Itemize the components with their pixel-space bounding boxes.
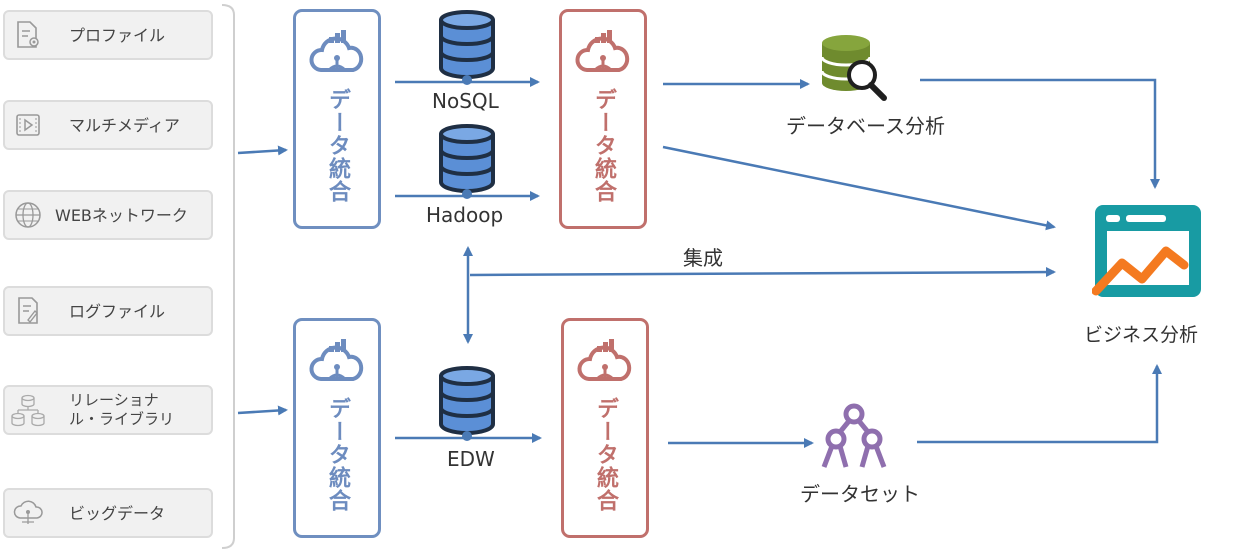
source-log-file: ログファイル <box>3 286 213 336</box>
business-analysis-label: ビジネス分析 <box>1084 324 1199 346</box>
source-label: ログファイル <box>69 301 166 321</box>
integration-box-bottom-left: データ統合 <box>293 318 381 538</box>
source-label: ビッグデータ <box>69 503 166 523</box>
source-relational-library: リレーショナ ル・ライブラリ <box>3 385 213 435</box>
source-multimedia: マルチメディア <box>3 100 213 150</box>
arrow-to-business-diagonal <box>662 145 1056 231</box>
source-profile: プロファイル <box>3 10 213 60</box>
integration-box-top-left: データ統合 <box>293 9 381 229</box>
integration-label: データ統合 <box>325 397 350 512</box>
sources-bracket <box>221 4 235 549</box>
edw-label: EDW <box>447 447 495 471</box>
dataset-tree-icon <box>821 403 887 468</box>
hadoop-database-icon <box>439 124 495 199</box>
source-label: マルチメディア <box>69 115 180 135</box>
nosql-database-icon <box>439 10 495 85</box>
source-web-network: WEBネットワーク <box>3 190 213 240</box>
arrow-db-analysis-to-business <box>920 78 1160 189</box>
globe-icon <box>5 192 51 238</box>
source-big-data: ビッグデータ <box>3 488 213 538</box>
integration-label: データ統合 <box>325 88 350 203</box>
source-label-multiline: リレーショナ ル・ライブラリ <box>69 391 174 429</box>
arrow-dataset-to-business <box>917 364 1162 444</box>
business-dashboard-icon <box>1092 205 1201 297</box>
arrow-sources-to-integration-top <box>237 145 288 156</box>
nosql-label: NoSQL <box>432 89 499 113</box>
cloud-integration-icon <box>575 30 630 72</box>
integration-label: データ統合 <box>591 88 616 203</box>
arrow-integration-link <box>469 267 1056 278</box>
cloud-integration-icon <box>309 30 364 72</box>
source-label: WEBネットワーク <box>55 205 188 225</box>
source-label: プロファイル <box>69 25 166 45</box>
profile-document-icon <box>5 12 51 58</box>
cloud-integration-icon <box>309 339 364 381</box>
database-search-icon <box>820 35 887 101</box>
integration-link-label: 集成 <box>683 246 723 270</box>
source-label-line2: ル・ライブラリ <box>69 410 175 428</box>
integration-box-bottom-right: データ統合 <box>561 318 649 538</box>
cloud-integration-icon <box>577 339 632 381</box>
dataset-label: データセット <box>800 482 920 506</box>
hadoop-label: Hadoop <box>426 203 504 227</box>
integration-box-top-right: データ統合 <box>559 9 647 229</box>
arrow-sources-to-integration-bottom <box>237 405 288 416</box>
database-analysis-label: データベース分析 <box>786 114 945 138</box>
cloud-data-icon <box>5 490 51 536</box>
log-file-icon <box>5 288 51 334</box>
multimedia-play-icon <box>5 102 51 148</box>
integration-label: データ統合 <box>593 397 618 512</box>
edw-database-icon <box>439 366 495 441</box>
relational-database-icon <box>5 387 51 433</box>
source-label-line1: リレーショナ <box>69 391 159 409</box>
